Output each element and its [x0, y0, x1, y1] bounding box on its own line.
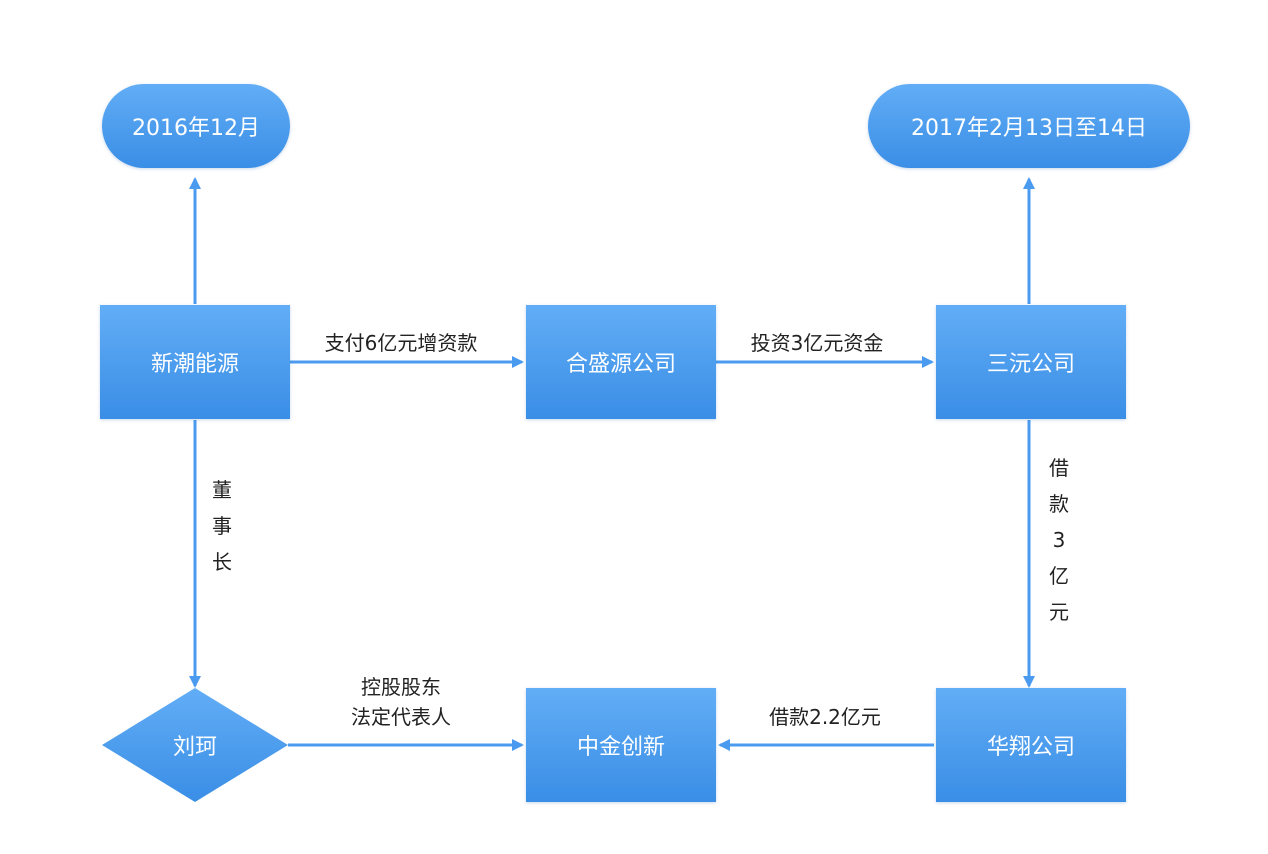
edge-label-controller-line2: 法定代表人 — [351, 705, 451, 729]
node-zhongjin: 中金创新 — [526, 688, 716, 802]
edge-label-loan-3-char: 3 — [1052, 528, 1066, 552]
node-date-2017-label: 2017年2月13日至14日 — [911, 116, 1147, 141]
edge-label-pay-capital: 支付6亿元增资款 — [324, 331, 478, 355]
edge-label-invest: 投资3亿元资金 — [750, 331, 884, 355]
edge-label-loan-3-char: 亿 — [1049, 564, 1069, 588]
edge-label-loan-3-char: 款 — [1049, 492, 1069, 516]
node-date-2016: 2016年12月 — [102, 84, 290, 168]
node-zhongjin-label: 中金创新 — [576, 735, 665, 760]
edge-label-chairman: 董 事 长 — [207, 472, 237, 580]
edge-label-loan-3-char: 元 — [1049, 600, 1069, 624]
edge-label-controller-line1: 控股股东 — [361, 675, 441, 699]
node-heshengyuan-label: 合盛源公司 — [565, 352, 676, 377]
node-date-2016-label: 2016年12月 — [132, 116, 260, 141]
node-date-2017: 2017年2月13日至14日 — [868, 84, 1190, 168]
edge-label-loan-3: 借 款 3 亿 元 — [1044, 450, 1074, 630]
edge-label-chairman-char: 长 — [212, 550, 232, 574]
edge-label-controller: 控股股东 法定代表人 — [316, 672, 486, 732]
node-huaxiang: 华翔公司 — [936, 688, 1126, 802]
node-liuke-label: 刘珂 — [172, 735, 217, 760]
liuke-diamond-shape — [102, 688, 288, 802]
node-liuke: 刘珂 — [102, 688, 288, 802]
node-sanyuan: 三沅公司 — [936, 305, 1126, 419]
edge-label-chairman-char: 董 — [212, 478, 232, 502]
node-sanyuan-label: 三沅公司 — [986, 352, 1075, 377]
edge-label-loan-3-char: 借 — [1049, 456, 1069, 480]
node-heshengyuan: 合盛源公司 — [526, 305, 716, 419]
edge-label-chairman-char: 事 — [212, 514, 232, 538]
edge-label-loan-22: 借款2.2亿元 — [769, 705, 881, 729]
node-huaxiang-label: 华翔公司 — [986, 735, 1075, 760]
node-xinchao-label: 新潮能源 — [150, 352, 239, 377]
node-xinchao: 新潮能源 — [100, 305, 290, 419]
